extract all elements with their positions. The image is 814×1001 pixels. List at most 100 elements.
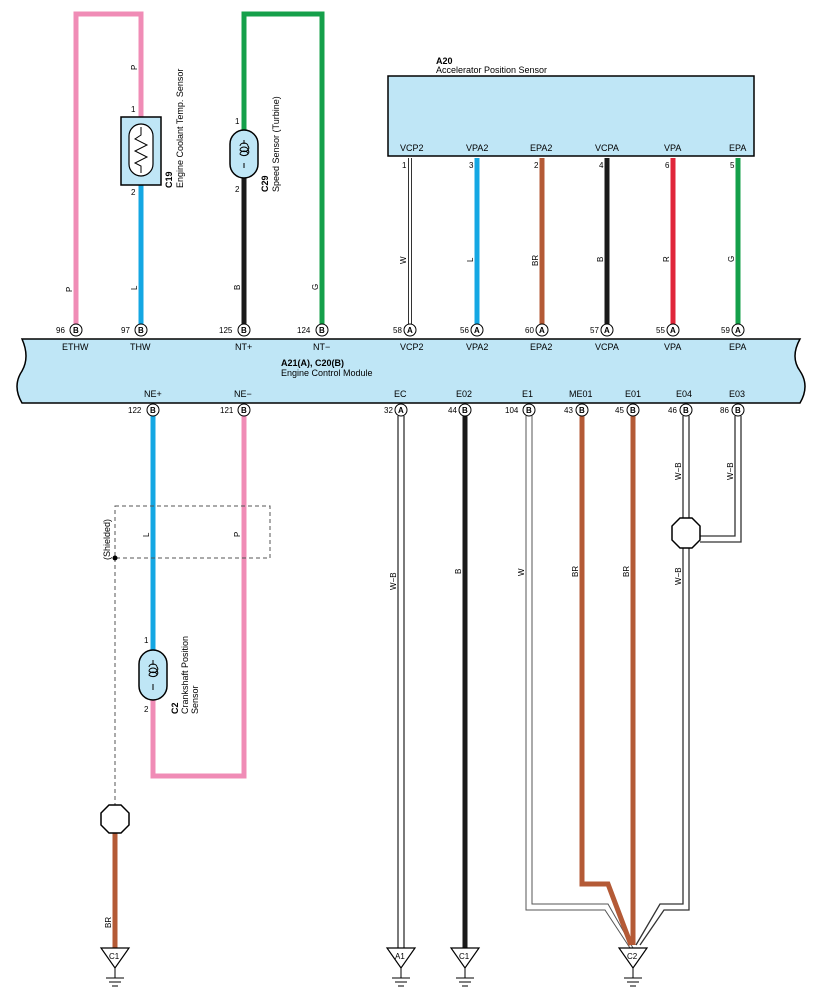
- junction-connector-shield: [100, 804, 130, 834]
- pin-conn-b: B: [579, 406, 585, 415]
- crank-name-2: Sensor: [190, 685, 200, 714]
- ecm-top-name-ethw: ETHW: [62, 342, 89, 352]
- wire-label-ethw-top: P: [130, 65, 139, 70]
- coil-icon: [148, 660, 159, 690]
- aps-pin-no-4: 4: [599, 161, 604, 170]
- wire-label-e02: B: [454, 569, 463, 574]
- aps-pin-no-6: 6: [665, 161, 670, 170]
- speed-pin-bottom: 2: [235, 185, 240, 194]
- wire-label-e04: W−B: [674, 462, 683, 480]
- wire-label-r: R: [662, 256, 671, 262]
- junction-connector-e0x: [671, 517, 701, 549]
- speed-name: Speed Sensor (Turbine): [271, 96, 281, 192]
- pin-conn-b: B: [526, 406, 532, 415]
- aps-pin-name-epa: EPA: [729, 143, 746, 153]
- ecm-bot-name-me01: ME01: [569, 389, 593, 399]
- pin-conn-a: A: [735, 326, 741, 335]
- pin-conn-b: B: [73, 326, 79, 335]
- wire-label-e1: W: [517, 568, 526, 576]
- ecm-bot-no-43: 43: [564, 406, 573, 415]
- ground-icon: [392, 968, 410, 987]
- ecm-bot-no-32: 32: [384, 406, 393, 415]
- aps-pin-labels: VCP2 VPA2 EPA2 VCPA VPA EPA 1 3 2 4 6 5: [400, 143, 746, 170]
- shield-label: (Shielded): [102, 519, 112, 560]
- ecm-bot-name-e03: E03: [729, 389, 745, 399]
- speed-pin-top: 1: [235, 117, 240, 126]
- pin-conn-b: B: [462, 406, 468, 415]
- pin-conn-a: A: [398, 406, 404, 415]
- pin-conn-b: B: [735, 406, 741, 415]
- wire-label-thw: L: [130, 285, 139, 290]
- ecm-top-name-vpa2: VPA2: [466, 342, 488, 352]
- wire-label-joint-out: W−B: [674, 567, 683, 585]
- ground-c1-shield: C1: [99, 947, 131, 987]
- wire-label-neminus: P: [233, 532, 242, 537]
- ground-triangle: [99, 947, 131, 970]
- pin-conn-b: B: [683, 406, 689, 415]
- pin-conn-b: B: [319, 326, 325, 335]
- aps-box: [387, 75, 755, 157]
- crank-name-1: Crankshaft Position: [180, 636, 190, 714]
- wire-nt-minus-green: [241, 11, 325, 327]
- aps-pin-name-vcp2: VCP2: [400, 143, 424, 153]
- shield-junction-dot: [112, 555, 118, 561]
- ground-a1: A1: [385, 947, 417, 987]
- ecm-bot-no-104: 104: [505, 406, 519, 415]
- ecm-top-name-epa2: EPA2: [530, 342, 552, 352]
- aps-pin-name-epa2: EPA2: [530, 143, 552, 153]
- speed-sensor-body: [229, 129, 259, 179]
- ecm-bot-name-e02: E02: [456, 389, 472, 399]
- wire-ec: [397, 416, 405, 948]
- wire-label-g: G: [727, 256, 736, 262]
- pin-conn-a: A: [539, 326, 545, 335]
- crank-pin-bottom: 2: [144, 705, 149, 714]
- ect-pin-top: 1: [131, 105, 136, 114]
- wire-e04: [682, 416, 690, 518]
- wire-e03: [700, 416, 742, 543]
- ecm-bot-name-e01: E01: [625, 389, 641, 399]
- wire-label-br: BR: [531, 255, 540, 266]
- aps-ref: A20: [436, 56, 453, 66]
- ground-label-a1: A1: [395, 952, 405, 961]
- ecm-bot-no-122: 122: [128, 406, 142, 415]
- ecm-top-no-56: 56: [460, 326, 469, 335]
- ground-icon: [624, 968, 642, 987]
- ecm-top-name-epa: EPA: [729, 342, 746, 352]
- wire-label-l: L: [466, 257, 475, 262]
- ecm-top-no-60: 60: [525, 326, 534, 335]
- pin-conn-b: B: [138, 326, 144, 335]
- ecm-top-name-vcpa: VCPA: [595, 342, 619, 352]
- pin-conn-b: B: [241, 406, 247, 415]
- wire-label-w: W: [399, 256, 408, 264]
- aps-pin-no-3: 3: [469, 161, 474, 170]
- wire-label-ec: W−B: [389, 572, 398, 590]
- aps-pin-name-vpa: VPA: [664, 143, 681, 153]
- ect-pin-bottom: 2: [131, 188, 136, 197]
- wire-ethw-pink: [73, 11, 144, 327]
- ect-ref: C19: [164, 171, 174, 188]
- wire-joint-out: [635, 548, 690, 946]
- pin-conn-a: A: [407, 326, 413, 335]
- wire-label-e01: BR: [622, 566, 631, 577]
- ecm-bot-no-44: 44: [448, 406, 457, 415]
- ecm-bot-name-neminus: NE−: [234, 389, 252, 399]
- ecm-bot-name-neplus: NE+: [144, 389, 162, 399]
- crank-ref: C2: [170, 702, 180, 714]
- wire-label-neplus: L: [142, 532, 151, 537]
- ground-label-c1: C1: [459, 952, 470, 961]
- ecm-bot-no-121: 121: [220, 406, 234, 415]
- pin-conn-a: A: [474, 326, 480, 335]
- ecm-top-no-125: 125: [219, 326, 233, 335]
- ecm-box: [16, 338, 806, 404]
- ecm-top-no-57: 57: [590, 326, 599, 335]
- ground-c1-e02: C1: [449, 947, 481, 987]
- ecm-top-no-124: 124: [297, 326, 311, 335]
- aps-name: Accelerator Position Sensor: [436, 65, 547, 75]
- ground-label-c1: C1: [109, 952, 120, 961]
- ecm-top-name-vcp2: VCP2: [400, 342, 424, 352]
- aps-pin-name-vcpa: VCPA: [595, 143, 619, 153]
- pin-conn-a: A: [670, 326, 676, 335]
- ecm-top-no-96: 96: [56, 326, 65, 335]
- ecm-top-name-ntp: NT+: [235, 342, 252, 352]
- ecm-bottom-connectors: B 122 B 121 A 32 B 44 B 104 B 43 B 45 B …: [128, 403, 745, 417]
